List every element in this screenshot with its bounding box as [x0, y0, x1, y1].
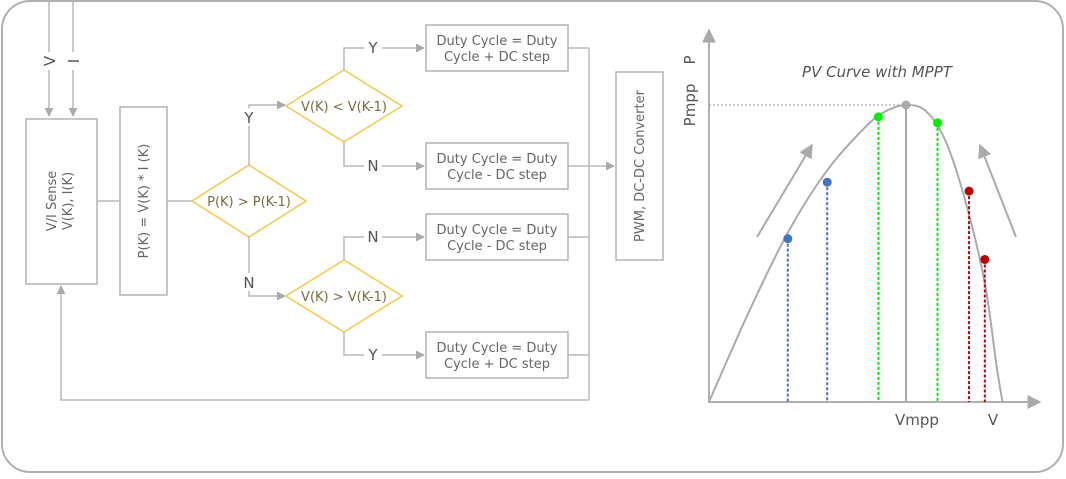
- operating-point-right: [980, 254, 990, 264]
- action-3-line1: Duty Cycle = Duty: [437, 223, 558, 238]
- action-box-increase-1: Duty Cycle = Duty Cycle + DC step: [425, 24, 569, 72]
- action-4-line1: Duty Cycle = Duty: [437, 341, 558, 356]
- vi-sense-title: V/I Sense: [45, 171, 60, 232]
- power-calc-block: P(K) = V(K) * I (K): [119, 106, 168, 296]
- decision-power-label: P(K) > P(K-1): [207, 195, 291, 210]
- action-4-line2: Cycle + DC step: [444, 357, 550, 372]
- current-input-label: I: [65, 59, 83, 63]
- feedback-loop-wire: [56, 285, 589, 401]
- operating-point-left: [822, 177, 832, 187]
- v-greater-yes-wire: [343, 332, 425, 360]
- operating-point-left: [783, 234, 793, 244]
- power-yes-wire: [248, 100, 286, 165]
- v-greater-no-wire: [343, 232, 425, 260]
- operating-point-right: [964, 186, 974, 196]
- v-less-yes-wire: [343, 43, 425, 70]
- action-1-line2: Cycle + DC step: [444, 50, 550, 65]
- input-current: I: [64, 2, 83, 117]
- decision-power-increase: P(K) > P(K-1): [190, 164, 308, 238]
- v-less-yes-label: Y: [367, 39, 378, 57]
- operating-point-near-mpp: [873, 112, 883, 122]
- decision-voltage-decrease: V(K) < V(K-1): [284, 69, 404, 143]
- vi-sense-block: V/I Sense V(K), I(K): [25, 118, 98, 285]
- x-axis-label: V: [988, 411, 999, 429]
- operating-point-near-mpp: [933, 118, 943, 128]
- vi-sense-values: V(K), I(K): [61, 172, 76, 230]
- trend-arrow-right: [978, 143, 1017, 238]
- decision-v-greater-label: V(K) > V(K-1): [301, 290, 387, 305]
- y-axis-label: P: [681, 55, 699, 64]
- action-1-line1: Duty Cycle = Duty: [437, 34, 558, 49]
- power-no-wire: [248, 237, 286, 301]
- y-tick-pmpp: Pmpp: [681, 84, 699, 127]
- chart-title: PV Curve with MPPT: [802, 63, 954, 81]
- pv-curve-chart: PV Curve with MPPT P V Pmpp Vmpp: [681, 28, 1042, 429]
- trend-arrow-left: [756, 143, 813, 238]
- input-voltage: V: [40, 2, 59, 117]
- voltage-input-label: V: [41, 55, 59, 66]
- v-less-no-wire: [343, 142, 425, 171]
- decision-v-less-label: V(K) < V(K-1): [301, 100, 387, 115]
- action-3-line2: Cycle - DC step: [447, 239, 547, 254]
- power-calc-label: P(K) = V(K) * I (K): [137, 144, 152, 259]
- mpp-point: [901, 100, 911, 110]
- action-box-decrease-1: Duty Cycle = Duty Cycle - DC step: [425, 142, 569, 190]
- power-yes-label: Y: [243, 109, 254, 127]
- pwm-converter-label: PWM, DC-DC Converter: [633, 89, 648, 242]
- x-tick-vmpp: Vmpp: [895, 411, 939, 429]
- action-box-increase-2: Duty Cycle = Duty Cycle + DC step: [425, 331, 569, 379]
- decision-voltage-increase: V(K) > V(K-1): [284, 259, 404, 333]
- pwm-converter-block: PWM, DC-DC Converter: [615, 71, 664, 261]
- action-box-decrease-2: Duty Cycle = Duty Cycle - DC step: [425, 213, 569, 261]
- v-greater-yes-label: Y: [367, 346, 378, 364]
- power-no-label: N: [243, 274, 254, 292]
- action-2-line2: Cycle - DC step: [447, 168, 547, 183]
- action-2-line1: Duty Cycle = Duty: [437, 152, 558, 167]
- v-greater-no-label: N: [367, 228, 378, 246]
- v-less-no-label: N: [367, 157, 378, 175]
